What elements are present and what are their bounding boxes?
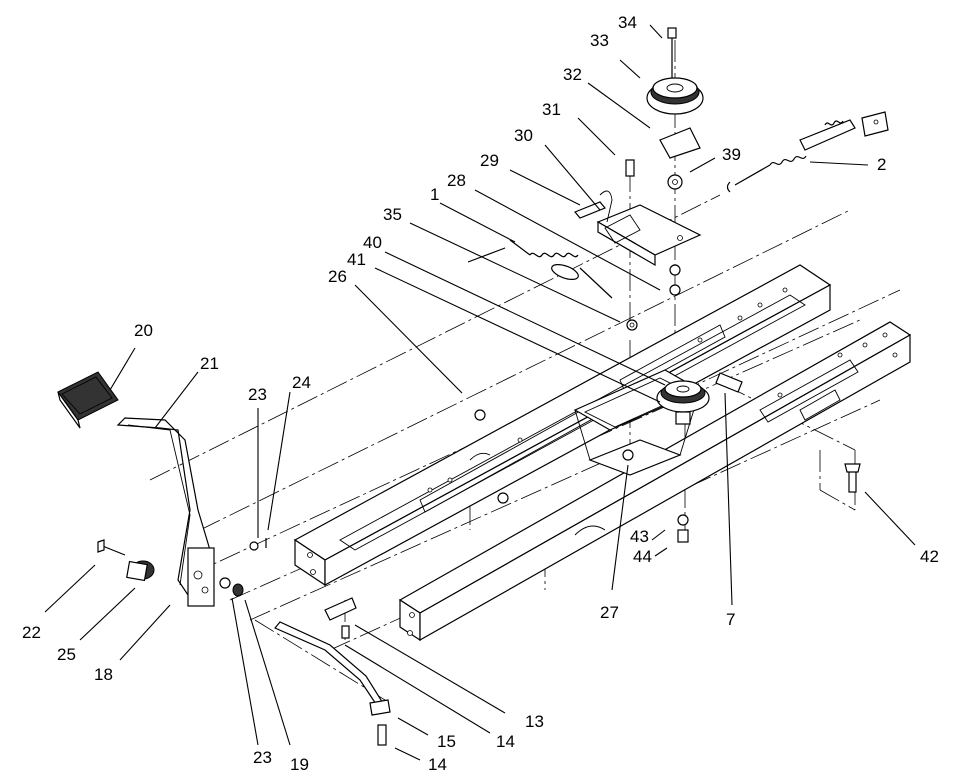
pedal-arm: [116, 417, 215, 607]
callout-23-top: 23: [248, 385, 267, 404]
callout-42: 42: [920, 547, 939, 566]
callout-1: 1: [430, 185, 439, 204]
callout-7: 7: [726, 610, 735, 629]
springs: [467, 239, 613, 299]
callout-32: 32: [563, 65, 582, 84]
callout-28: 28: [447, 171, 466, 190]
callout-43: 43: [630, 527, 649, 546]
callout-34: 34: [618, 13, 637, 32]
callout-18: 18: [94, 665, 113, 684]
callout-22: 22: [22, 623, 41, 642]
callout-25: 25: [57, 645, 76, 664]
callout-13: 13: [525, 712, 544, 731]
callout-33: 33: [590, 31, 609, 50]
callout-15: 15: [437, 732, 456, 751]
callout-24: 24: [292, 373, 311, 392]
callout-labels: 34 33 32 31 30 39 2 29 28 1 35 40 41 26 …: [22, 13, 939, 774]
callout-41: 41: [347, 250, 366, 269]
idler-pulley: [656, 380, 710, 425]
callout-39: 39: [722, 145, 741, 164]
callout-26: 26: [328, 267, 347, 286]
idler-bracket: [574, 190, 702, 267]
callout-23-bottom: 23: [253, 748, 272, 767]
callout-2: 2: [877, 155, 886, 174]
callout-40: 40: [363, 233, 382, 252]
frame-rail-upper: [293, 264, 832, 587]
callout-29: 29: [480, 151, 499, 170]
top-pulley: [625, 27, 704, 190]
callout-35: 35: [383, 205, 402, 224]
pedal-rod: [274, 597, 391, 746]
callout-21: 21: [200, 354, 219, 373]
frame-rail-right: [398, 321, 912, 642]
pedal-pad: [57, 371, 119, 429]
callout-19: 19: [290, 755, 309, 774]
cable-assembly: [726, 111, 889, 193]
fasteners: [474, 264, 861, 543]
callout-20: 20: [134, 321, 153, 340]
callout-14-upper: 14: [496, 732, 515, 751]
pedal-hardware: [97, 538, 267, 597]
callout-31: 31: [542, 100, 561, 119]
callout-14-lower: 14: [428, 755, 447, 774]
callout-30: 30: [514, 126, 533, 145]
callout-44: 44: [633, 547, 652, 566]
leader-lines: [44, 24, 916, 761]
callout-27: 27: [600, 603, 619, 622]
